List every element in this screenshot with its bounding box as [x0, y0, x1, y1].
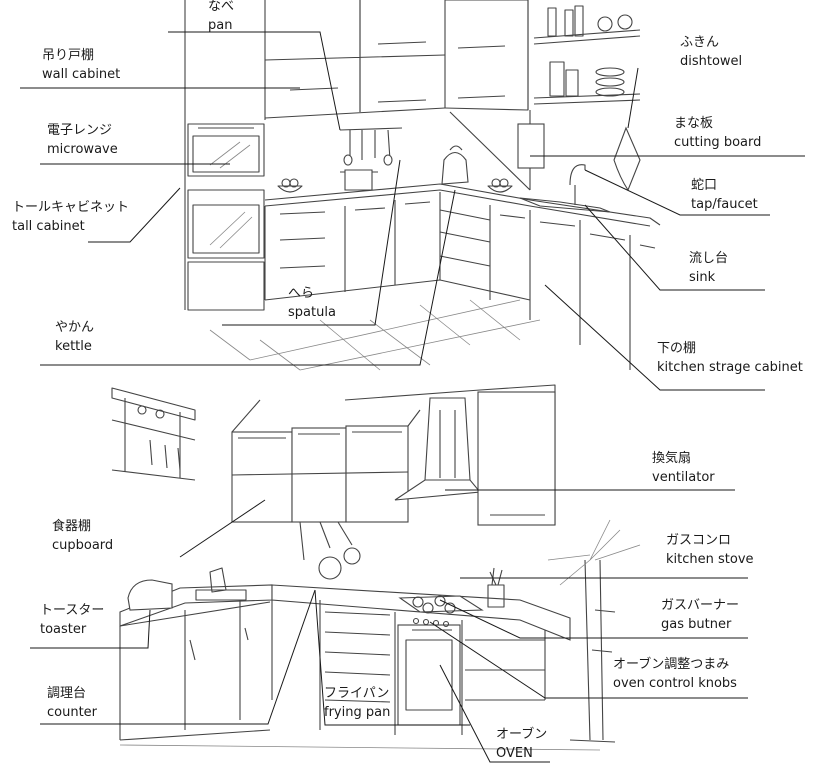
- label-knobs-jp: オーブン調整つまみ: [613, 657, 730, 672]
- label-tall-cabinet-en: tall cabinet: [12, 219, 85, 234]
- label-pan: なべ pan: [208, 0, 234, 35]
- label-microwave-en: microwave: [47, 142, 118, 157]
- label-toaster-en: toaster: [40, 622, 87, 637]
- label-tall-cabinet: トールキャビネット tall cabinet: [12, 198, 129, 236]
- label-sink: 流し台 sink: [689, 249, 728, 287]
- label-oven: オーブン OVEN: [496, 725, 547, 763]
- label-storage-cabinet-en: kitchen strage cabinet: [657, 360, 803, 375]
- label-counter-jp: 調理台: [47, 686, 87, 701]
- label-dishtowel-en: dishtowel: [680, 54, 743, 69]
- label-wall-cabinet-jp: 吊り戸棚: [42, 48, 95, 63]
- label-microwave-jp: 電子レンジ: [47, 123, 113, 138]
- label-ventilator: 換気扇 ventilator: [652, 449, 715, 487]
- bottom-kitchen-sketch: [111, 384, 641, 751]
- top-kitchen-sketch: [184, 0, 661, 371]
- label-spatula-en: spatula: [288, 305, 336, 320]
- label-counter: 調理台 counter: [47, 684, 97, 722]
- label-faucet-en: tap/faucet: [691, 197, 758, 212]
- label-cutting-board: まな板 cutting board: [674, 114, 761, 152]
- label-kettle: やかん kettle: [55, 318, 94, 356]
- label-knobs: オーブン調整つまみ oven control knobs: [613, 655, 737, 693]
- label-sink-jp: 流し台: [689, 251, 729, 266]
- label-pan-jp: なべ: [208, 0, 235, 14]
- label-tall-cabinet-jp: トールキャビネット: [12, 200, 130, 215]
- label-sink-en: sink: [689, 270, 716, 285]
- label-wall-cabinet: 吊り戸棚 wall cabinet: [42, 46, 120, 84]
- leader-lines: [20, 31, 805, 763]
- label-counter-en: counter: [47, 705, 98, 720]
- label-burner-jp: ガスバーナー: [661, 598, 740, 613]
- label-dishtowel: ふきん dishtowel: [680, 33, 742, 71]
- label-pan-en: pan: [208, 18, 233, 33]
- label-spatula-jp: へら: [288, 286, 315, 301]
- label-frying-pan-en: frying pan: [324, 705, 391, 720]
- label-spatula: へら spatula: [288, 284, 336, 322]
- label-ventilator-en: ventilator: [652, 470, 715, 485]
- label-stove: ガスコンロ kitchen stove: [666, 531, 754, 569]
- label-cutting-board-en: cutting board: [674, 135, 762, 150]
- label-dishtowel-jp: ふきん: [680, 35, 720, 50]
- label-wall-cabinet-en: wall cabinet: [42, 67, 121, 82]
- label-burner-en: gas butner: [661, 617, 732, 632]
- label-storage-cabinet-jp: 下の棚: [657, 341, 697, 356]
- label-kettle-en: kettle: [55, 339, 92, 354]
- label-kettle-jp: やかん: [55, 320, 95, 335]
- label-cupboard-en: cupboard: [52, 538, 114, 553]
- label-stove-jp: ガスコンロ: [666, 533, 732, 548]
- label-toaster-jp: トースター: [40, 603, 105, 618]
- label-frying-pan-jp: フライパン: [324, 686, 390, 701]
- label-cutting-board-jp: まな板: [674, 116, 714, 131]
- label-toaster: トースター toaster: [40, 601, 104, 639]
- label-knobs-en: oven control knobs: [613, 676, 737, 691]
- label-faucet-jp: 蛇口: [691, 178, 718, 193]
- label-oven-jp: オーブン: [496, 727, 548, 742]
- label-stove-en: kitchen stove: [666, 552, 754, 567]
- label-storage-cabinet: 下の棚 kitchen strage cabinet: [657, 339, 803, 377]
- label-oven-en: OVEN: [496, 746, 533, 761]
- label-ventilator-jp: 換気扇: [652, 451, 692, 466]
- label-cupboard: 食器棚 cupboard: [52, 517, 113, 555]
- label-cupboard-jp: 食器棚: [52, 519, 92, 534]
- label-burner: ガスバーナー gas butner: [661, 596, 739, 634]
- label-frying-pan: フライパン frying pan: [324, 684, 390, 722]
- label-faucet: 蛇口 tap/faucet: [691, 176, 758, 214]
- label-microwave: 電子レンジ microwave: [47, 121, 118, 159]
